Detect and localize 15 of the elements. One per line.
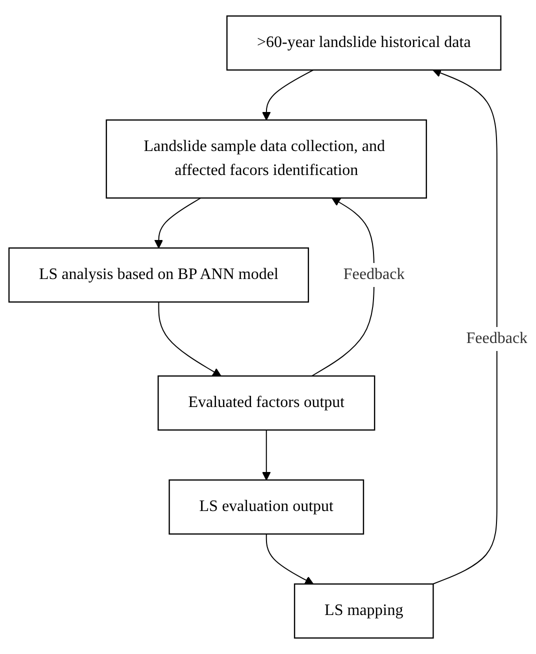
edge-label: Feedback — [466, 330, 528, 347]
arrow — [262, 70, 314, 120]
edge-label: Feedback — [343, 266, 404, 283]
node-box: LS mapping — [294, 583, 434, 639]
arrow — [158, 302, 222, 376]
node-box: >60-year landslide historical data — [226, 15, 502, 71]
arrow — [262, 430, 270, 480]
node-box: Evaluated factors output — [157, 375, 375, 431]
node-box: Landslide sample data collection, and affected facors identification — [106, 119, 427, 199]
arrow — [432, 68, 498, 584]
arrow — [154, 198, 201, 248]
arrow — [311, 198, 374, 376]
node-box: LS evaluation output — [168, 479, 364, 535]
arrow — [266, 534, 314, 584]
node-box: LS analysis based on BP ANN model — [8, 247, 309, 303]
